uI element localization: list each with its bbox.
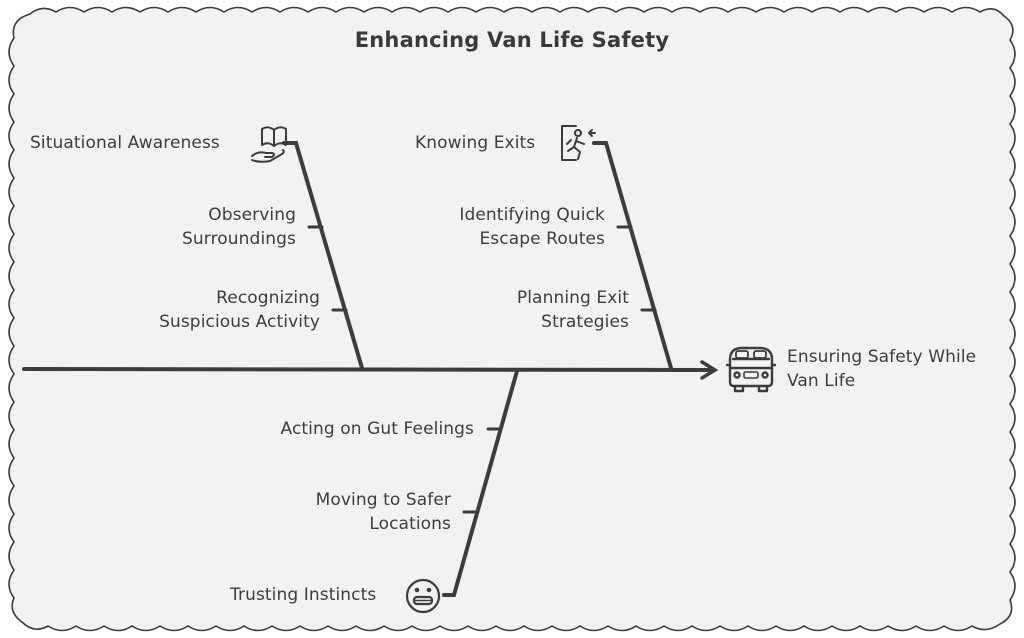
- diagram-title: Enhancing Van Life Safety: [354, 28, 670, 52]
- grimace-face-icon: [405, 578, 441, 614]
- spine-arrowhead: [700, 360, 719, 380]
- bone-instincts: [442, 369, 519, 597]
- branch-label-exits: Knowing Exits: [415, 133, 536, 153]
- branch-label-situational: Situational Awareness: [30, 133, 220, 153]
- book-hand-icon: [251, 126, 287, 163]
- van-icon: [725, 346, 777, 393]
- bone-situational: [282, 141, 364, 370]
- sub-label-acting: Acting on Gut Feelings: [280, 419, 474, 439]
- branch-label-instincts: Trusting Instincts: [230, 585, 377, 605]
- sub-label-planning: Planning Exit Strategies: [516, 288, 629, 332]
- spine-line: [22, 367, 716, 372]
- sub-label-identifying: Identifying Quick Escape Routes: [459, 205, 605, 249]
- outcome-label: Ensuring Safety While Van Life: [787, 347, 977, 391]
- cloud-background: [8, 6, 1016, 632]
- emergency-exit-icon: [561, 125, 596, 161]
- bone-exits: [592, 141, 673, 370]
- sub-label-recognizing: Recognizing Suspicious Activity: [159, 288, 320, 332]
- sub-label-observing: Observing Surroundings: [182, 205, 296, 249]
- sub-label-moving: Moving to Safer Locations: [315, 490, 451, 534]
